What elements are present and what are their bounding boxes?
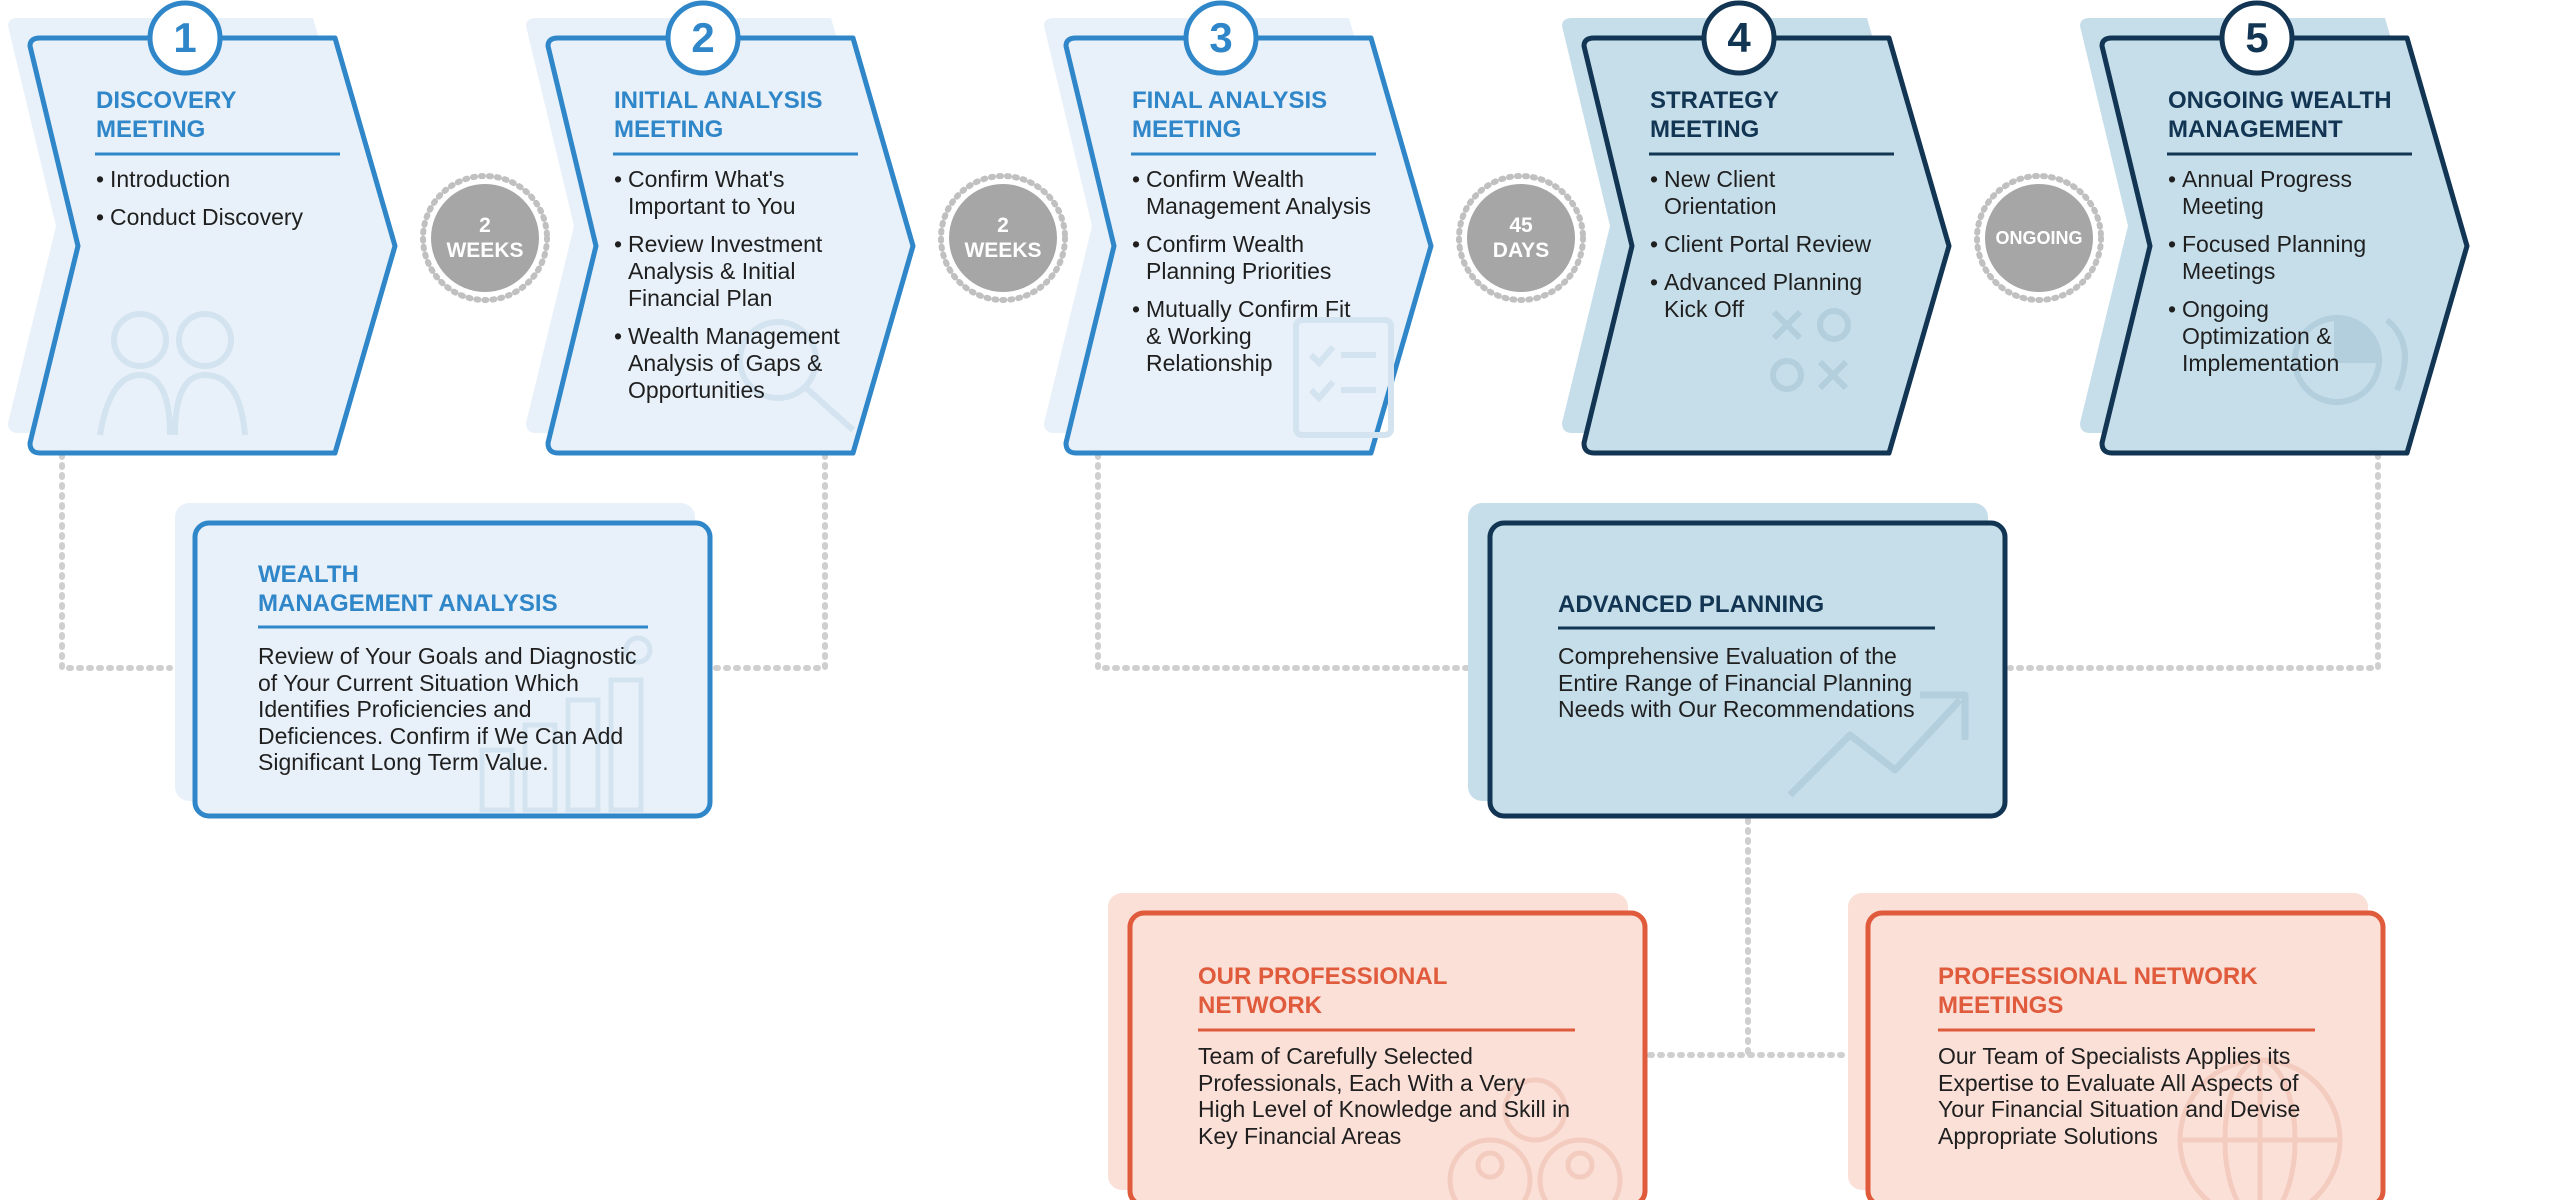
- bullet-item: Introduction: [96, 166, 366, 193]
- advanced-planning-body: Comprehensive Evaluation of the Entire R…: [1558, 643, 1915, 722]
- step-4-bullets: New Client OrientationClient Portal Revi…: [1650, 166, 1920, 334]
- professional-network-title: OUR PROFESSIONAL NETWORK: [1198, 963, 1448, 1019]
- network-meetings-box: [1848, 893, 2386, 1200]
- step-1-number-badge: [147, 0, 223, 76]
- connector-step5-to-advanced: [2007, 442, 2381, 671]
- step-1-number: 1: [173, 14, 196, 61]
- interval-label-2: 2 WEEKS: [964, 214, 1042, 262]
- step-5-bullets: Annual Progress MeetingFocused Planning …: [2168, 166, 2438, 388]
- step-2-number: 2: [691, 14, 714, 61]
- bullet-item: Client Portal Review: [1650, 231, 1920, 258]
- bullet-item: Ongoing Optimization & Implementation: [2168, 296, 2438, 377]
- network-meetings-title: PROFESSIONAL NETWORK MEETINGS: [1938, 963, 2258, 1019]
- interval-circle-1: [420, 173, 550, 303]
- step-4-number-badge: [1701, 0, 1777, 76]
- dotted-connectors: [59, 442, 2381, 1058]
- step-2-number-badge: [665, 0, 741, 76]
- professional-network-body: Team of Carefully Selected Professionals…: [1198, 1043, 1571, 1149]
- interval-label-4: ONGOING: [1995, 227, 2083, 248]
- step-4-number: 4: [1727, 14, 1751, 61]
- bar-chart-icon: [479, 635, 653, 813]
- network-people-icon: [1447, 1077, 1623, 1200]
- bullet-item: Wealth Management Analysis of Gaps & Opp…: [614, 323, 884, 404]
- step-3-bullets: Confirm Wealth Management AnalysisConfir…: [1132, 166, 1402, 388]
- connector-step3-to-advanced: [1095, 442, 1471, 671]
- step-3-number-badge: [1183, 0, 1259, 76]
- step-3-title: FINAL ANALYSIS MEETING: [1132, 87, 1328, 143]
- step-2-title: INITIAL ANALYSIS MEETING: [614, 87, 823, 143]
- bullet-item: Review Investment Analysis & Initial Fin…: [614, 231, 884, 312]
- step-1-title: DISCOVERY MEETING: [96, 87, 237, 143]
- advanced-planning-title: ADVANCED PLANNING: [1558, 591, 1825, 618]
- bullet-item: Annual Progress Meeting: [2168, 166, 2438, 220]
- step-4-title: STRATEGY MEETING: [1650, 87, 1779, 143]
- interval-circle-3: [1456, 173, 1586, 303]
- step-1-bullets: IntroductionConduct Discovery: [96, 166, 366, 242]
- bullet-item: Conduct Discovery: [96, 204, 366, 231]
- advanced-planning-box: [1468, 503, 2008, 819]
- step-3-number: 3: [1209, 14, 1232, 61]
- step-2-bullets: Confirm What's Important to YouReview In…: [614, 166, 884, 415]
- network-meetings-body: Our Team of Specialists Applies its Expe…: [1938, 1043, 2301, 1149]
- bullet-item: Confirm Wealth Management Analysis: [1132, 166, 1402, 220]
- bullet-item: Focused Planning Meetings: [2168, 231, 2438, 285]
- connector-step1-to-analysis: [59, 442, 173, 671]
- step-5-title: ONGOING WEALTH MANAGEMENT: [2168, 87, 2392, 143]
- interval-circle-2: [938, 173, 1068, 303]
- bullet-item: Confirm What's Important to You: [614, 166, 884, 220]
- wealth-analysis-body: Review of Your Goals and Diagnostic of Y…: [258, 643, 637, 775]
- bullet-item: Mutually Confirm Fit & Working Relations…: [1132, 296, 1402, 377]
- interval-label-3: 45 DAYS: [1492, 214, 1550, 262]
- wealth-analysis-title: WEALTH MANAGEMENT ANALYSIS: [258, 561, 558, 617]
- bullet-item: New Client Orientation: [1650, 166, 1920, 220]
- interval-label-1: 2 WEEKS: [446, 214, 524, 262]
- professional-network-box: [1108, 893, 1648, 1200]
- interval-circle-4: [1974, 173, 2104, 303]
- globe-icon: [2177, 1057, 2343, 1200]
- step-1-outline: [27, 35, 398, 456]
- wealth-analysis-box: [175, 503, 713, 819]
- connector-step2-to-analysis: [712, 442, 828, 671]
- people-icon: [97, 311, 248, 436]
- bullet-item: Confirm Wealth Planning Priorities: [1132, 231, 1402, 285]
- bullet-item: Advanced Planning Kick Off: [1650, 269, 1920, 323]
- step-5-number: 5: [2245, 14, 2268, 61]
- trend-arrow-icon: [1787, 691, 1969, 798]
- step-5-number-badge: [2219, 0, 2295, 76]
